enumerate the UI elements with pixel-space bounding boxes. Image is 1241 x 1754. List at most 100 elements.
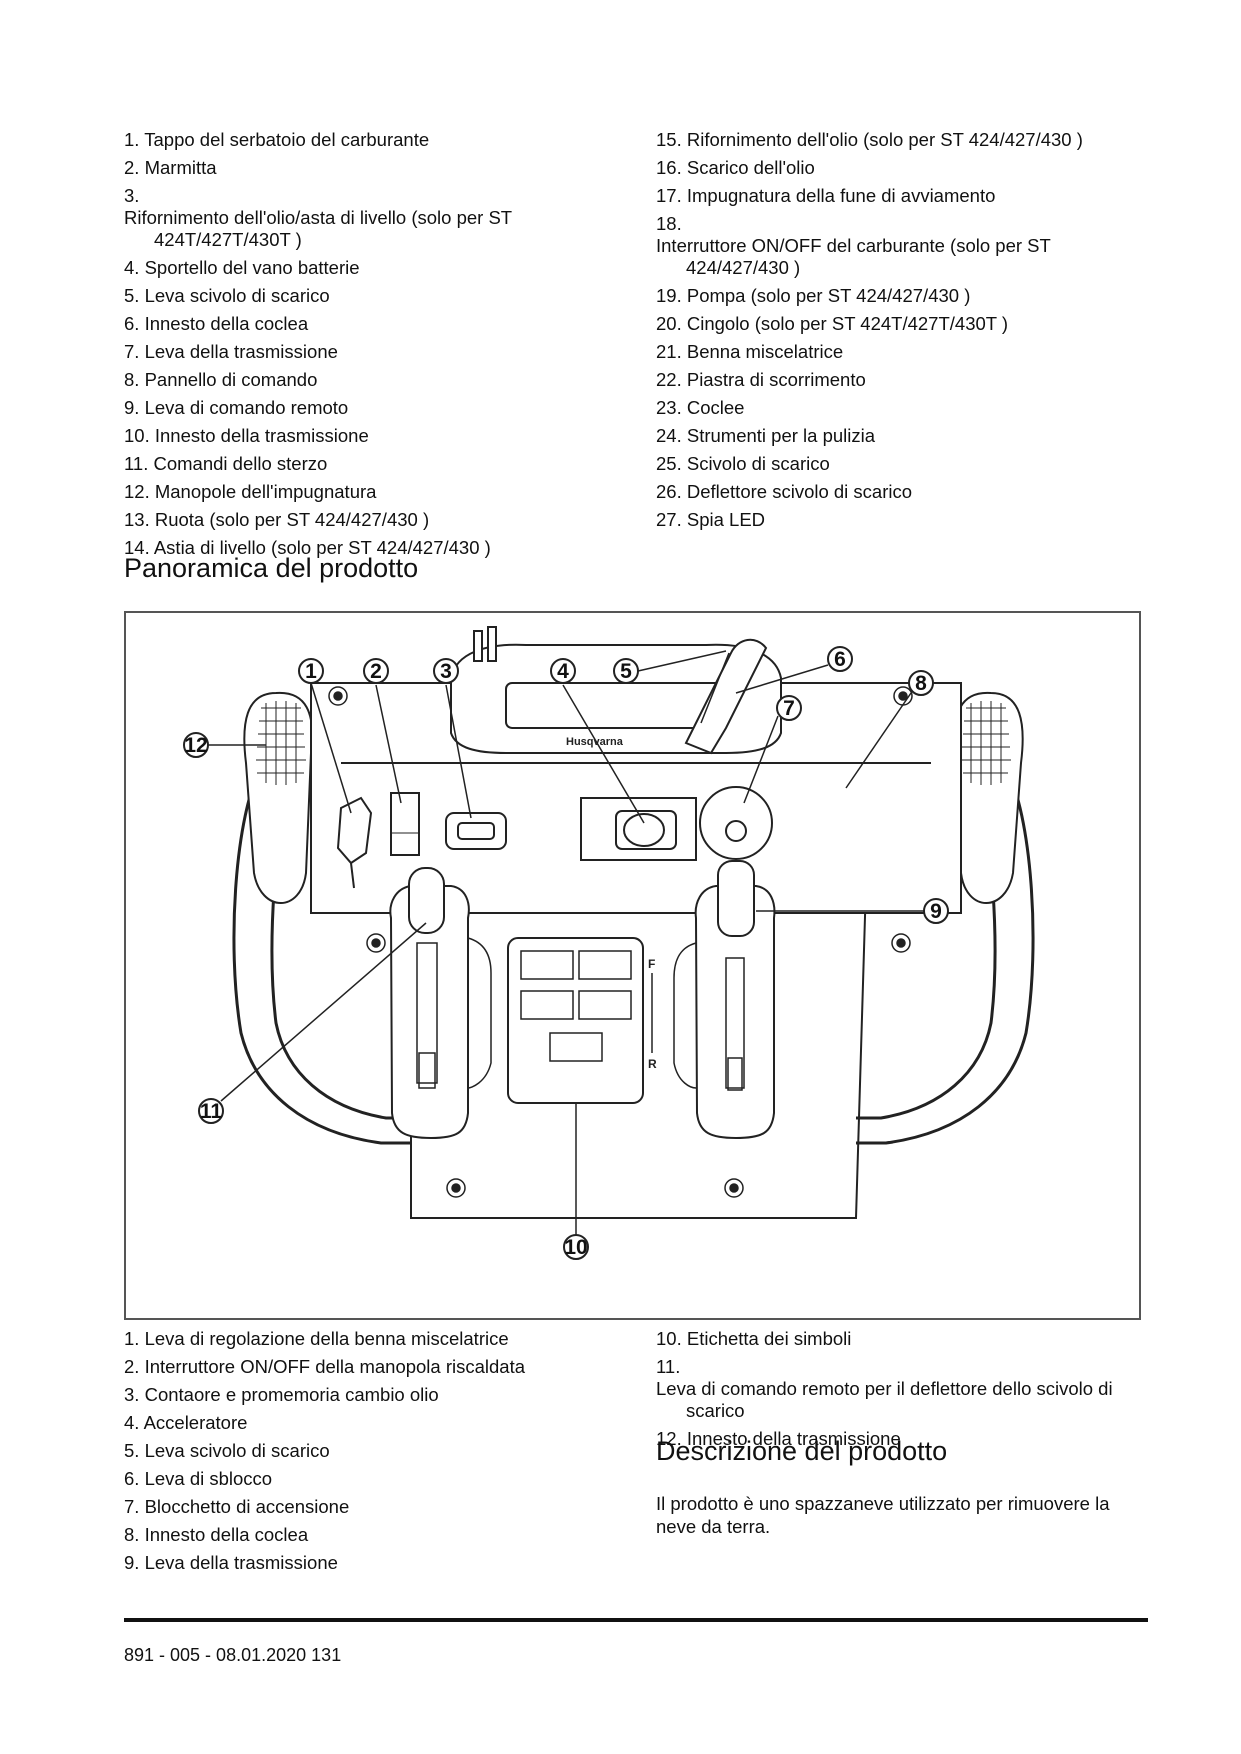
svg-text:5: 5 xyxy=(620,660,632,683)
callout-12: 12 xyxy=(183,732,209,758)
list-item-number: 11. xyxy=(656,1356,681,1377)
list-item-text: Innesto della trasmissione xyxy=(154,425,369,446)
footer: 891 - 005 - 08.01.2020 131 xyxy=(124,1645,341,1666)
list-item: 3. Contaore e promemoria cambio olio xyxy=(124,1381,594,1409)
list-item-number: 10. xyxy=(656,1328,682,1349)
forward-label: F xyxy=(648,957,655,971)
list-item-text: Tappo del serbatoio del carburante xyxy=(144,129,430,150)
callout-10: 10 xyxy=(563,1234,589,1260)
list-item-number: 9. xyxy=(124,1552,140,1573)
list-item: 2. Interruttore ON/OFF della manopola ri… xyxy=(124,1353,594,1381)
list-item: 3. Rifornimento dell'olio/asta di livell… xyxy=(124,182,594,254)
list-item-text: Scivolo di scarico xyxy=(686,453,830,474)
list-item-number: 13. xyxy=(124,509,150,530)
list-item-number: 1. xyxy=(124,129,140,150)
list-item: 7. Leva della trasmissione xyxy=(124,338,594,366)
svg-text:8: 8 xyxy=(915,672,927,695)
list-item-number: 7. xyxy=(124,1496,140,1517)
list-item-number: 27. xyxy=(656,509,682,530)
list-item-number: 5. xyxy=(124,1440,140,1461)
list-item-text: Piastra di scorrimento xyxy=(686,369,866,390)
control-panel-diagram: Husqvarna xyxy=(183,626,1035,1260)
callout-11: 11 xyxy=(198,1098,224,1124)
list-item-number: 4. xyxy=(124,1412,140,1433)
list-item-text: Leva della trasmissione xyxy=(144,1552,338,1573)
list-item: 2. Marmitta xyxy=(124,154,594,182)
bucket-lever xyxy=(336,796,373,889)
list-item-number: 22. xyxy=(656,369,682,390)
list-item: 23. Coclee xyxy=(656,394,1126,422)
svg-text:2: 2 xyxy=(370,660,382,683)
brand-label: Husqvarna xyxy=(566,736,624,748)
list-item: 19. Pompa (solo per ST 424/427/430 ) xyxy=(656,282,1126,310)
list-item-number: 3. xyxy=(124,1384,140,1405)
list-item-text: Etichetta dei simboli xyxy=(686,1328,852,1349)
list-item-number: 3. xyxy=(124,185,140,206)
list-item-text: Leva di regolazione della benna miscelat… xyxy=(144,1328,509,1349)
list-item-number: 11. xyxy=(124,453,149,474)
hour-meter xyxy=(445,812,507,850)
list-item: 1. Tappo del serbatoio del carburante xyxy=(124,126,594,154)
svg-text:1: 1 xyxy=(305,660,317,683)
list-item: 6. Leva di sblocco xyxy=(124,1465,594,1493)
list-item: 4. Sportello del vano batterie xyxy=(124,254,594,282)
reverse-label: R xyxy=(648,1057,657,1071)
list-item-text: Strumenti per la pulizia xyxy=(686,425,876,446)
list-item-text: Astia di livello (solo per ST 424/427/43… xyxy=(153,537,491,558)
list-item-number: 26. xyxy=(656,481,682,502)
list-item-number: 6. xyxy=(124,313,140,334)
callout-5: 5 xyxy=(613,658,639,684)
list-item-number: 19. xyxy=(656,285,682,306)
leader-lines xyxy=(208,650,924,1235)
chute-lever xyxy=(684,638,768,755)
svg-text:9: 9 xyxy=(930,900,942,923)
list-item-text: Leva scivolo di scarico xyxy=(144,1440,330,1461)
list-item-number: 18. xyxy=(656,213,682,234)
list-item-text: Innesto della coclea xyxy=(144,1524,309,1545)
list-item-text: Coclee xyxy=(686,397,745,418)
right-lever: F R xyxy=(648,860,776,1140)
list-item: 16. Scarico dell'olio xyxy=(656,154,1126,182)
right-grip xyxy=(953,691,1024,904)
list-item-text: Leva di sblocco xyxy=(144,1468,273,1489)
section-title-description: Descrizione del prodotto xyxy=(656,1436,948,1466)
list-item-text: Interruttore ON/OFF della manopola risca… xyxy=(144,1356,526,1377)
list-item-text: Marmitta xyxy=(144,157,217,178)
list-item: 12. Innesto della trasmissione xyxy=(656,1425,1126,1453)
list-item: 20. Cingolo (solo per ST 424T/427T/430T … xyxy=(656,310,1126,338)
svg-text:4: 4 xyxy=(557,660,569,683)
list-item-text: Spia LED xyxy=(686,509,766,530)
list-item-text: Interruttore ON/OFF del carburante (solo… xyxy=(656,235,1051,278)
list-item: 8. Pannello di comando xyxy=(124,366,594,394)
list-item: 9. Leva della trasmissione xyxy=(124,1549,594,1577)
list-item: 15. Rifornimento dell'olio (solo per ST … xyxy=(656,126,1126,154)
list-item: 5. Leva scivolo di scarico xyxy=(124,282,594,310)
page-number: 131 xyxy=(311,1645,342,1665)
list-item-text: Leva di comando remoto xyxy=(144,397,349,418)
list-item-number: 21. xyxy=(656,341,682,362)
callout-9: 9 xyxy=(923,898,949,924)
section-title-overview: Panoramica del prodotto xyxy=(124,553,419,583)
list-item-number: 10. xyxy=(124,425,150,446)
callouts: 1 2 3 4 5 6 7 8 9 10 11 12 xyxy=(183,646,949,1260)
list-item: 27. Spia LED xyxy=(656,506,1126,534)
list-item-text: Ruota (solo per ST 424/427/430 ) xyxy=(154,509,430,530)
svg-text:6: 6 xyxy=(834,648,846,671)
doc-code: 891 - 005 - 08.01.2020 xyxy=(124,1645,307,1665)
list-item: 22. Piastra di scorrimento xyxy=(656,366,1126,394)
list-item-number: 20. xyxy=(656,313,682,334)
list-item-number: 14. xyxy=(124,537,150,558)
list-item: 21. Benna miscelatrice xyxy=(656,338,1126,366)
svg-text:7: 7 xyxy=(783,697,795,720)
figure-legend-left: 1. Leva di regolazione della benna misce… xyxy=(124,1325,594,1577)
list-item-text: Leva scivolo di scarico xyxy=(144,285,330,306)
list-item-number: 12. xyxy=(124,481,150,502)
list-item: 4. Acceleratore xyxy=(124,1409,594,1437)
list-item-text: Leva di comando remoto per il deflettore… xyxy=(656,1378,1113,1421)
left-handlebar xyxy=(232,767,411,1145)
list-item-text: Pannello di comando xyxy=(144,369,318,390)
list-item: 11. Comandi dello sterzo xyxy=(124,450,594,478)
list-item-number: 7. xyxy=(124,341,140,362)
list-item: 10. Innesto della trasmissione xyxy=(124,422,594,450)
